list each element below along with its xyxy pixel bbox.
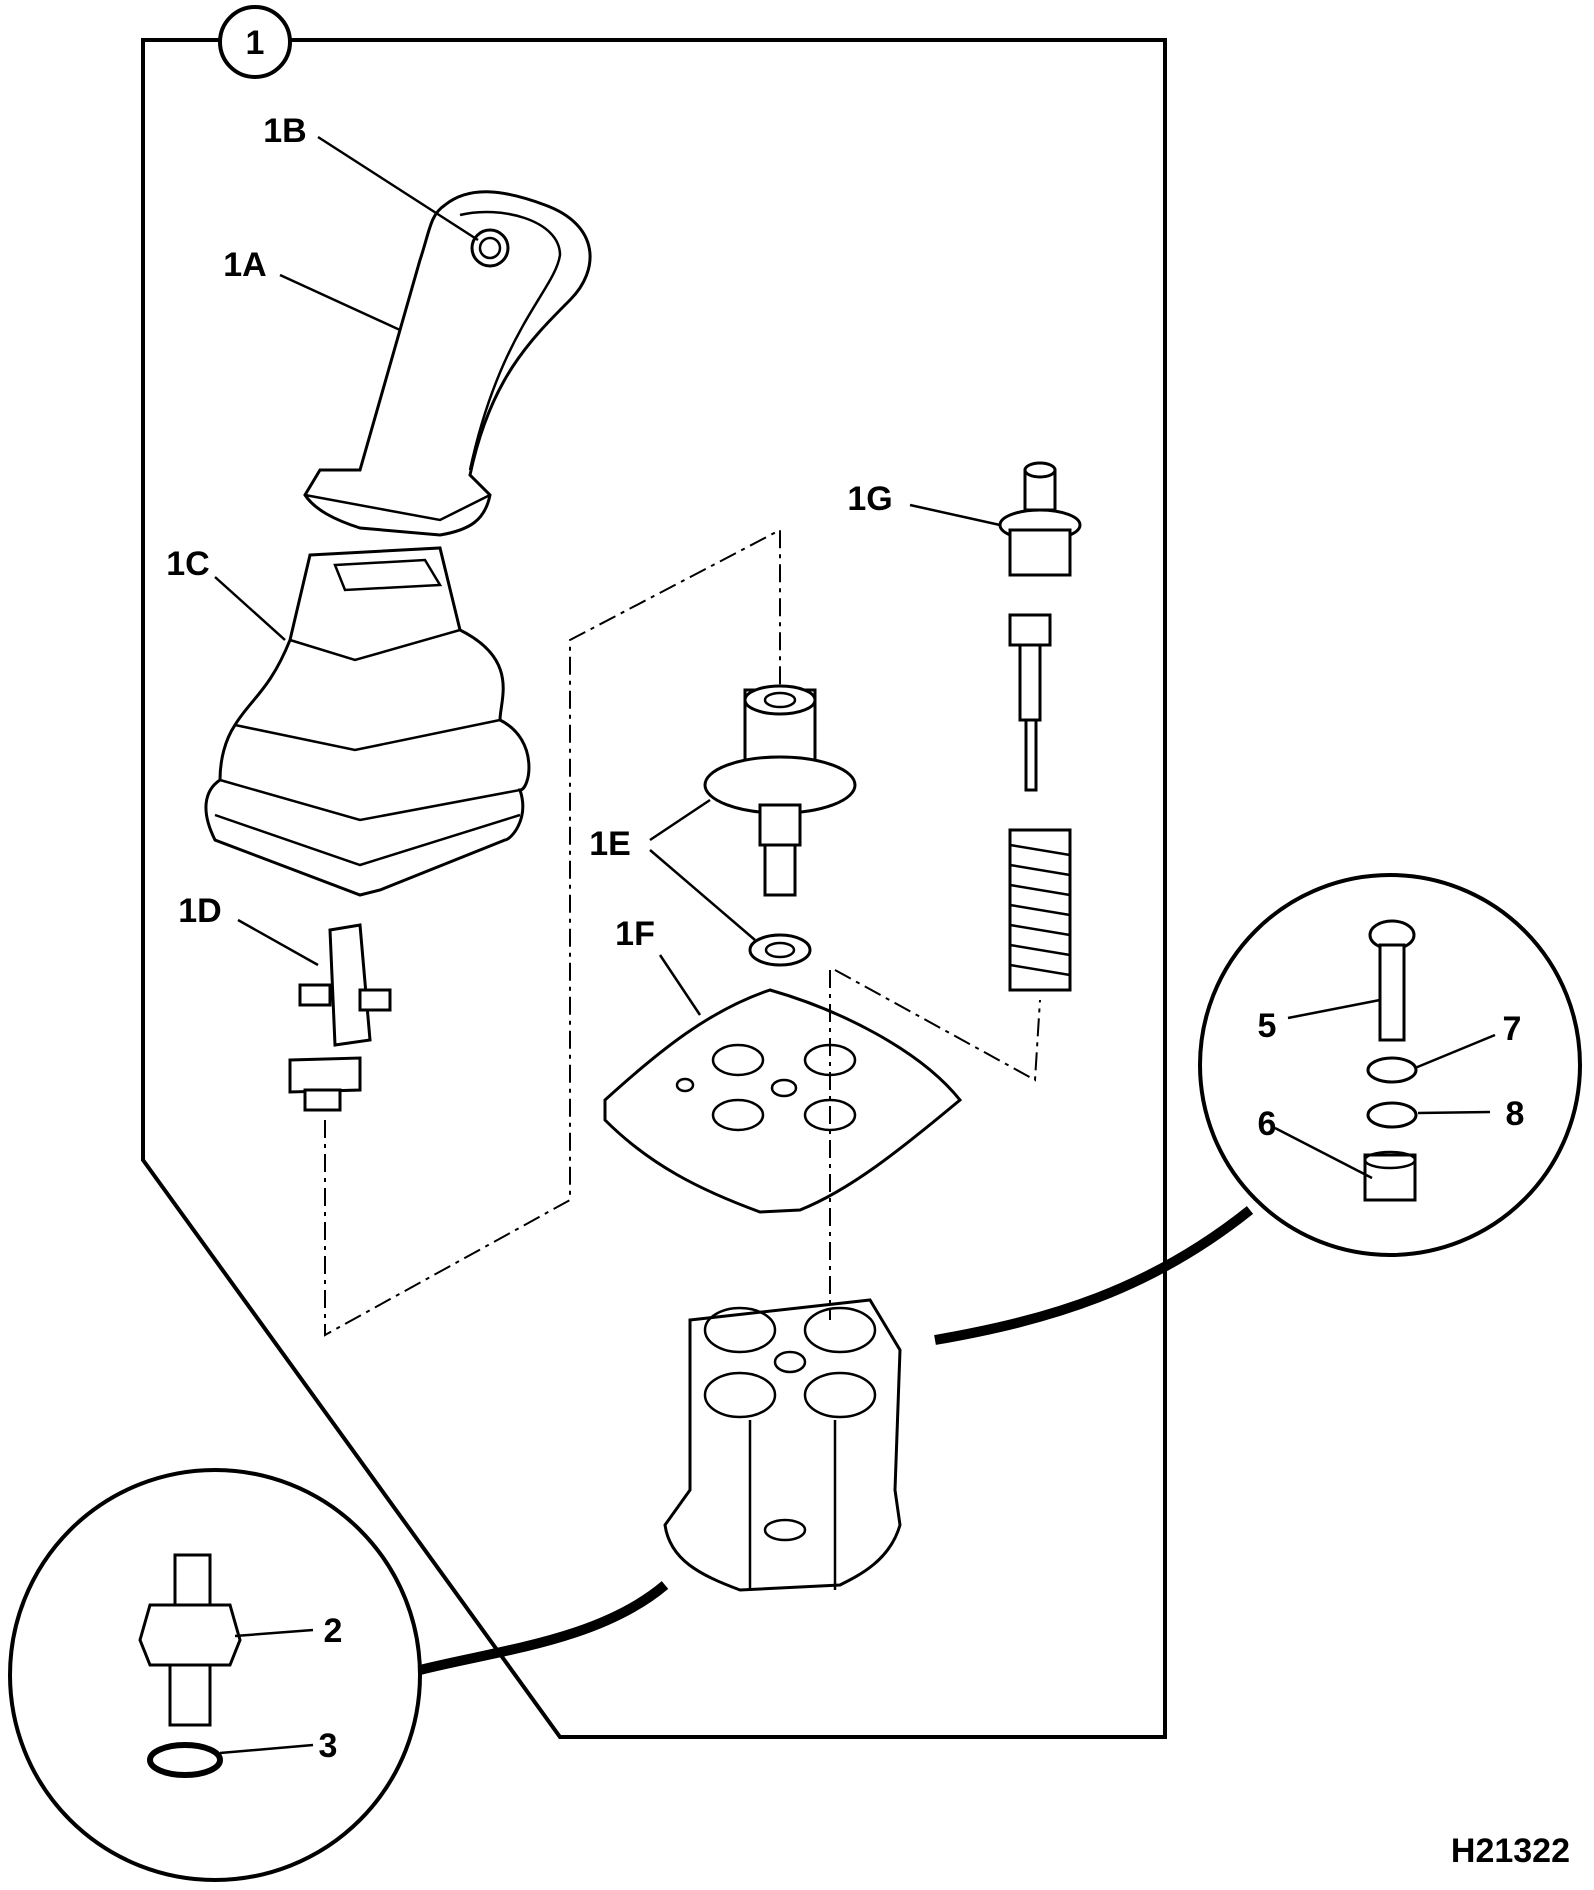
- callout-7: 7: [1503, 1010, 1522, 1048]
- o-ring-part: [147, 1742, 223, 1778]
- nut-part: [1363, 1150, 1417, 1202]
- callout-1a: 1A: [223, 246, 266, 284]
- washer-a-part: [1366, 1056, 1418, 1084]
- lever-pivot-part: [288, 923, 392, 1112]
- plate-part: [603, 988, 963, 1214]
- fitting-part: [138, 1553, 242, 1727]
- callout-1b: 1B: [263, 112, 306, 150]
- valve-body: [663, 1298, 902, 1592]
- alignment-line-left: [324, 528, 781, 1337]
- figure-id: H21322: [1451, 1832, 1570, 1870]
- callout-1f: 1F: [615, 915, 655, 953]
- callout-1e: 1E: [589, 825, 631, 863]
- button-part: [470, 228, 510, 268]
- callout-5: 5: [1258, 1007, 1277, 1045]
- callout-6: 6: [1258, 1105, 1277, 1143]
- plunger-part: [998, 461, 1082, 792]
- boot-part: [204, 546, 531, 897]
- spring-part: [1008, 828, 1072, 992]
- callout-1g: 1G: [847, 480, 892, 518]
- handle-part: [303, 190, 592, 537]
- assembly-boundary: [141, 38, 1167, 1739]
- callout-8: 8: [1506, 1095, 1525, 1133]
- assembly-callout: 1: [218, 5, 292, 79]
- callout-1c: 1C: [166, 545, 209, 583]
- alignment-line-right: [834, 969, 1041, 1082]
- callout-2: 2: [324, 1612, 343, 1650]
- washer-b-part: [1366, 1101, 1418, 1129]
- cam-and-washer-part: [703, 684, 857, 967]
- callout-1d: 1D: [178, 892, 221, 930]
- callout-3: 3: [319, 1727, 338, 1765]
- leader-lines: [214, 135, 1496, 1755]
- assembly-callout-label: 1: [246, 24, 265, 62]
- detail-circle-hardware: [934, 873, 1582, 1345]
- screw-part: [1368, 919, 1416, 1042]
- detail-circle-fitting: [8, 1468, 669, 1882]
